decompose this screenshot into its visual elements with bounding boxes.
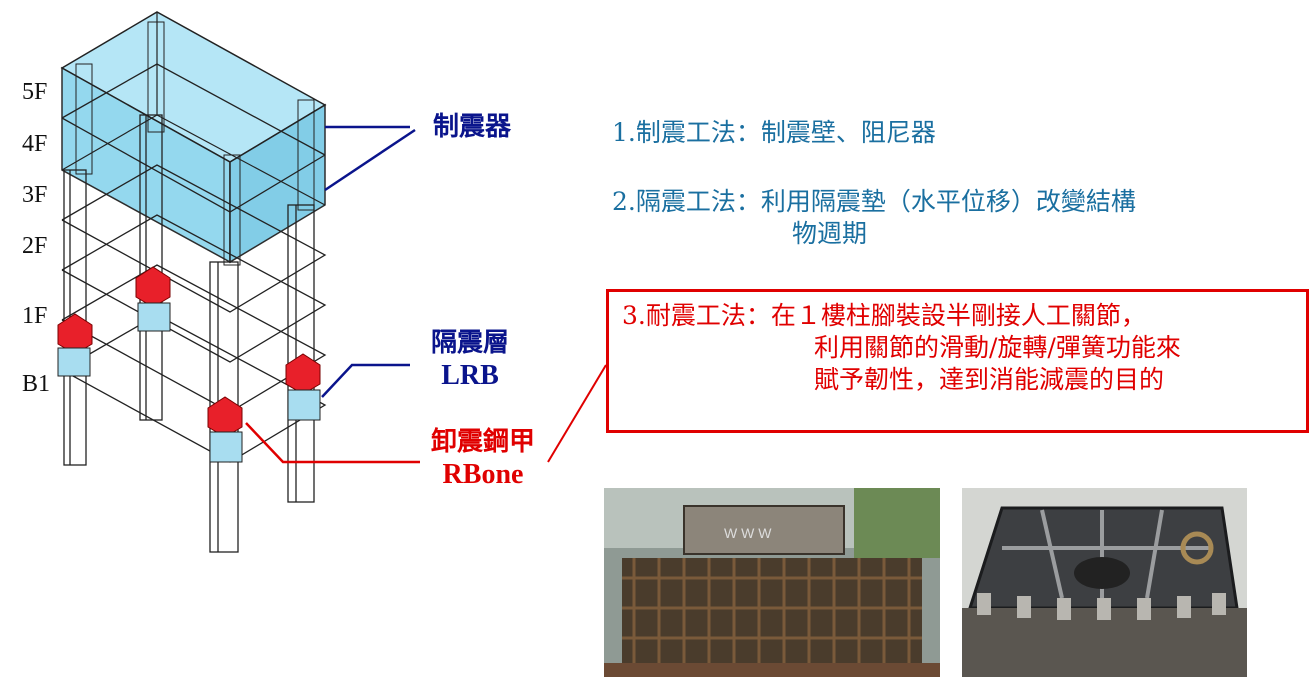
method-1-title: 制震工法： bbox=[635, 118, 761, 147]
floor-label-1f: 1F bbox=[22, 303, 48, 329]
floor-label-5f: 5F bbox=[22, 79, 48, 105]
method-1-number: 1. bbox=[612, 118, 636, 147]
callout-lines bbox=[245, 125, 607, 464]
method-3-title: 耐震工法： bbox=[645, 301, 771, 330]
rebar-cage-photo: W W W bbox=[604, 488, 940, 677]
floor-label-b1: B1 bbox=[22, 371, 51, 397]
method-3-line1: 在１樓柱腳裝設半剛接人工關節， bbox=[770, 301, 1146, 330]
damper-glass-block bbox=[60, 11, 327, 266]
method-3-box bbox=[606, 289, 1309, 433]
isolation-label-line2: LRB bbox=[441, 360, 499, 392]
method-3-line3: 賦予韌性，達到消能減震的目的 bbox=[814, 365, 1165, 394]
method-1: 1.制震工法：制震壁、阻尼器 bbox=[612, 117, 936, 149]
lrb-pads bbox=[57, 302, 321, 463]
steel-armor-label: 卸震鋼甲 RBone bbox=[418, 427, 548, 492]
steel-armor-photo bbox=[962, 488, 1247, 677]
isolation-label-line1: 隔震層 bbox=[430, 328, 509, 358]
method-3: 3.耐震工法：在１樓柱腳裝設半剛接人工關節， 利用關節的滑動/旋轉/彈簧功能來 … bbox=[622, 300, 1181, 396]
method-1-line1: 制震壁、阻尼器 bbox=[760, 118, 936, 147]
armor-label-line1: 卸震鋼甲 bbox=[430, 427, 535, 457]
floor-label-2f: 2F bbox=[22, 233, 48, 259]
method-2-line2: 物週期 bbox=[792, 219, 868, 248]
damper-label: 制震器 bbox=[433, 112, 512, 142]
floor-label-4f: 4F bbox=[22, 131, 48, 157]
armor-label-line2: RBone bbox=[442, 459, 524, 491]
method-2-number: 2. bbox=[612, 187, 636, 216]
rbone-joints bbox=[57, 266, 321, 438]
isolation-layer-label: 隔震層 LRB bbox=[415, 328, 525, 393]
method-2: 2.隔震工法：利用隔震墊（水平位移）改變結構 物週期 bbox=[612, 186, 1136, 250]
method-3-number: 3. bbox=[622, 301, 646, 330]
svg-text:W W W: W W W bbox=[724, 525, 772, 541]
floor-label-3f: 3F bbox=[22, 182, 48, 208]
method-2-title: 隔震工法： bbox=[635, 187, 761, 216]
method-3-line2: 利用關節的滑動/旋轉/彈簧功能來 bbox=[814, 333, 1181, 362]
method-2-line1: 利用隔震墊（水平位移）改變結構 bbox=[760, 187, 1136, 216]
